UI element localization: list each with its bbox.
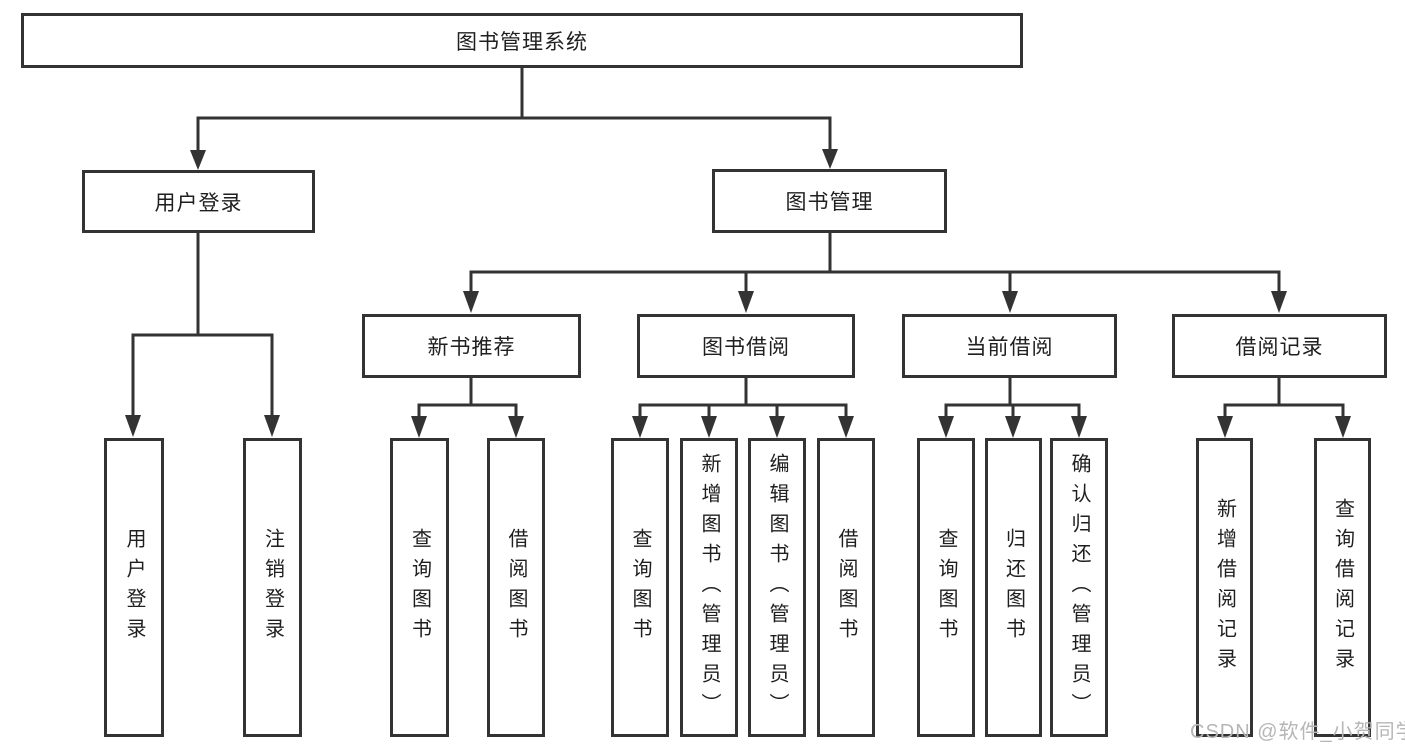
node-root: 图书管理系统 (21, 13, 1023, 68)
leaf-label: 新增图书（管理员） (698, 452, 720, 723)
leaf-edit-book-admin: 编辑图书（管理员） (748, 438, 806, 737)
node-label: 用户登录 (154, 191, 243, 215)
arrowhead-icons (125, 149, 1351, 438)
leaf-return-book: 归还图书 (985, 438, 1042, 737)
node-book-management: 图书管理 (712, 169, 947, 233)
leaf-label: 查询借阅记录 (1331, 497, 1354, 678)
leaf-label: 新增借阅记录 (1213, 497, 1236, 678)
leaf-label: 借阅图书 (835, 527, 857, 648)
leaf-label: 归还图书 (1002, 527, 1025, 648)
leaf-confirm-return-admin: 确认归还（管理员） (1050, 438, 1108, 737)
node-label: 图书管理 (785, 191, 874, 214)
leaf-query-books-recommend: 查询图书 (390, 438, 449, 737)
leaf-label: 查询图书 (408, 527, 431, 648)
node-label: 借阅记录 (1235, 336, 1324, 359)
node-new-book-recommend: 新书推荐 (362, 314, 581, 378)
leaf-add-book-admin: 新增图书（管理员） (680, 438, 738, 737)
leaf-query-books-borrow: 查询图书 (611, 438, 669, 737)
leaf-label: 查询图书 (935, 527, 957, 648)
node-borrow-records: 借阅记录 (1172, 314, 1387, 378)
leaf-query-books-current: 查询图书 (917, 438, 975, 737)
node-book-borrow: 图书借阅 (637, 314, 855, 378)
leaf-logout: 注销登录 (243, 438, 302, 737)
node-label: 新书推荐 (427, 336, 516, 359)
leaf-label: 注销登录 (261, 527, 284, 648)
leaf-label: 确认归还（管理员） (1068, 452, 1090, 723)
leaf-borrow-books: 借阅图书 (817, 438, 875, 737)
leaf-user-login: 用户登录 (104, 438, 164, 737)
leaf-label: 用户登录 (123, 527, 145, 648)
leaf-borrow-books-recommend: 借阅图书 (487, 438, 545, 737)
node-user-login: 用户登录 (82, 170, 315, 233)
leaf-label: 编辑图书（管理员） (766, 452, 788, 723)
leaf-label: 查询图书 (629, 527, 651, 648)
leaf-query-borrow-record: 查询借阅记录 (1314, 438, 1371, 737)
node-current-borrow: 当前借阅 (902, 314, 1117, 378)
leaf-label: 借阅图书 (505, 527, 527, 648)
node-label: 图书借阅 (702, 336, 790, 359)
leaf-add-borrow-record: 新增借阅记录 (1196, 438, 1253, 737)
node-label: 当前借阅 (965, 336, 1054, 359)
csdn-watermark: CSDN @软件_小贺同学 (1190, 721, 1405, 743)
node-root-label: 图书管理系统 (456, 30, 588, 54)
